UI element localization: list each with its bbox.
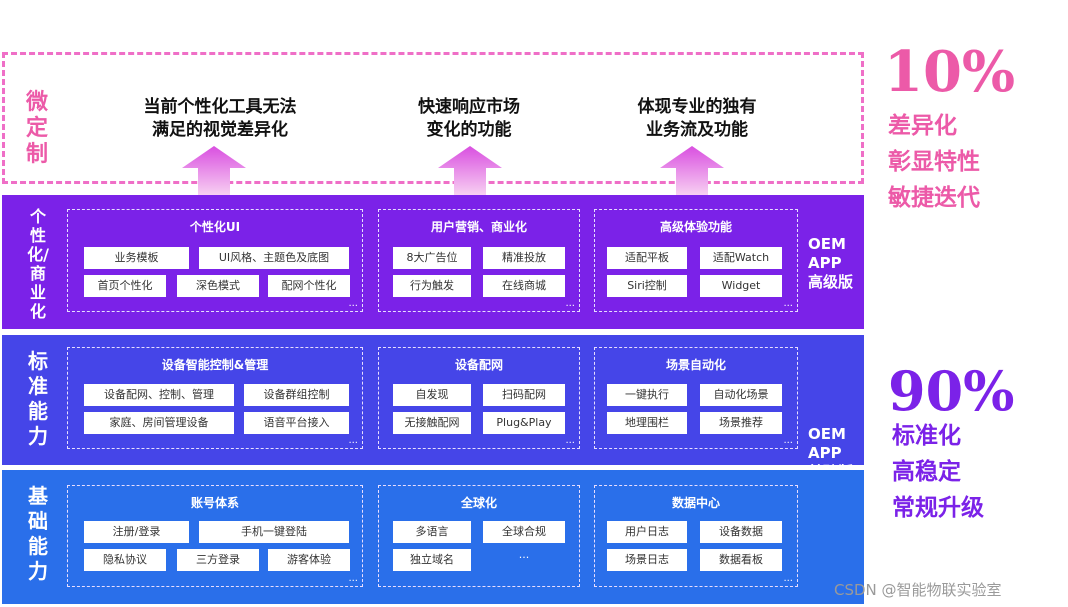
group-personalized-ui: 个性化UI 业务模板 UI风格、主题色及底图 首页个性化 深色模式 配网个性化 … [67, 209, 363, 312]
more-indicator: ... [518, 548, 530, 561]
watermark: CSDN @智能物联实验室 [834, 581, 1002, 599]
up-arrow-icon [182, 146, 246, 198]
standard-benefits: 标准化 高稳定 常规升级 [892, 423, 984, 521]
personalization-layer: 个 性 化/ 商 业 化 个性化UI 业务模板 UI风格、主题色及底图 首页个性… [2, 195, 864, 329]
feature-chip: 适配平板 [607, 247, 687, 269]
feature-chip: 地理围栏 [607, 412, 687, 434]
feature-chip: 语音平台接入 [244, 412, 349, 434]
feature-chip: 首页个性化 [84, 275, 166, 297]
group-title: 设备智能控制&管理 [161, 358, 269, 372]
feature-chip: 设备群组控制 [244, 384, 349, 406]
custom-layer-label: 微 定 制 [25, 90, 48, 167]
feature-chip: 8大广告位 [393, 247, 471, 269]
feature-chip: 场景日志 [607, 549, 687, 571]
feature-chip: 业务模板 [84, 247, 189, 269]
feature-chip: Plug&Play [483, 412, 565, 434]
need-unique-business-flow: 体现专业的独有 业务流及功能 [637, 97, 757, 140]
feature-chip: 扫码配网 [483, 384, 565, 406]
more-indicator: ... [348, 298, 358, 309]
feature-chip: 设备数据 [700, 521, 782, 543]
feature-chip: 在线商城 [483, 275, 565, 297]
layer-label: 基 础 能 力 [28, 484, 48, 583]
group-user-marketing: 用户营销、商业化 8大广告位 精准投放 行为触发 在线商城 ... [378, 209, 580, 312]
feature-chip: 精准投放 [483, 247, 565, 269]
group-device-control: 设备智能控制&管理 设备配网、控制、管理 设备群组控制 家庭、房间管理设备 语音… [67, 347, 363, 449]
feature-chip: 无接触配网 [393, 412, 471, 434]
layer-label: 个 性 化/ 商 业 化 [27, 207, 49, 321]
up-arrow-icon [660, 146, 724, 198]
feature-chip: 手机一键登陆 [199, 521, 349, 543]
more-indicator: ... [565, 435, 575, 446]
group-title: 场景自动化 [665, 358, 726, 372]
feature-chip: 注册/登录 [84, 521, 189, 543]
percent-custom: 10% [884, 39, 1016, 105]
feature-chip: 多语言 [393, 521, 471, 543]
feature-chip: 游客体验 [268, 549, 350, 571]
feature-chip: Widget [700, 275, 782, 297]
more-indicator: ... [783, 573, 793, 584]
group-title: 账号体系 [190, 496, 239, 510]
feature-chip: 适配Watch [700, 247, 782, 269]
group-scene-automation: 场景自动化 一键执行 自动化场景 地理围栏 场景推荐 ... [594, 347, 798, 449]
layer-label: 标 准 能 力 [28, 349, 48, 448]
more-indicator: ... [348, 435, 358, 446]
group-device-network: 设备配网 自发现 扫码配网 无接触配网 Plug&Play ... [378, 347, 580, 449]
group-title: 用户营销、商业化 [430, 220, 527, 234]
feature-chip: 场景推荐 [700, 412, 782, 434]
feature-chip: 独立域名 [393, 549, 471, 571]
feature-chip: Siri控制 [607, 275, 687, 297]
feature-chip: 一键执行 [607, 384, 687, 406]
feature-chip: 数据看板 [700, 549, 782, 571]
group-title: 个性化UI [189, 220, 241, 234]
group-title: 数据中心 [671, 496, 720, 510]
group-data-center: 数据中心 用户日志 设备数据 场景日志 数据看板 ... [594, 485, 798, 587]
feature-chip: 配网个性化 [268, 275, 350, 297]
more-indicator: ... [348, 573, 358, 584]
group-title: 设备配网 [454, 358, 503, 372]
feature-chip: 设备配网、控制、管理 [84, 384, 234, 406]
feature-chip: UI风格、主题色及底图 [199, 247, 349, 269]
need-market-response: 快速响应市场 变化的功能 [418, 97, 520, 140]
group-globalization: 全球化 多语言 全球合规 独立域名 ... [378, 485, 580, 587]
group-advanced-experience: 高级体验功能 适配平板 适配Watch Siri控制 Widget ... [594, 209, 798, 312]
feature-chip: 隐私协议 [84, 549, 166, 571]
group-title: 全球化 [460, 496, 497, 510]
feature-chip: 自动化场景 [700, 384, 782, 406]
group-title: 高级体验功能 [659, 220, 732, 234]
more-indicator: ... [783, 435, 793, 446]
basic-layer: 基 础 能 力 账号体系 注册/登录 手机一键登陆 隐私协议 三方登录 游客体验… [2, 470, 864, 604]
up-arrow-icon [438, 146, 502, 198]
more-indicator: ... [783, 298, 793, 309]
feature-chip: 三方登录 [177, 549, 259, 571]
percent-standard: 90% [888, 359, 1015, 423]
custom-benefits: 差异化 彰显特性 敏捷迭代 [888, 113, 980, 211]
feature-chip: 全球合规 [483, 521, 565, 543]
need-visual-differentiation: 当前个性化工具无法 满足的视觉差异化 [143, 97, 297, 140]
feature-chip: 用户日志 [607, 521, 687, 543]
standard-layer: 标 准 能 力 设备智能控制&管理 设备配网、控制、管理 设备群组控制 家庭、房… [2, 335, 864, 481]
feature-chip: 家庭、房间管理设备 [84, 412, 234, 434]
feature-chip: 自发现 [393, 384, 471, 406]
group-account-system: 账号体系 注册/登录 手机一键登陆 隐私协议 三方登录 游客体验 ... [67, 485, 363, 587]
feature-chip: 深色模式 [177, 275, 259, 297]
custom-layer-box [2, 52, 864, 184]
oem-app-advanced-label: OEM APP 高级版 [808, 235, 854, 291]
feature-chip: 行为触发 [393, 275, 471, 297]
more-indicator: ... [565, 298, 575, 309]
